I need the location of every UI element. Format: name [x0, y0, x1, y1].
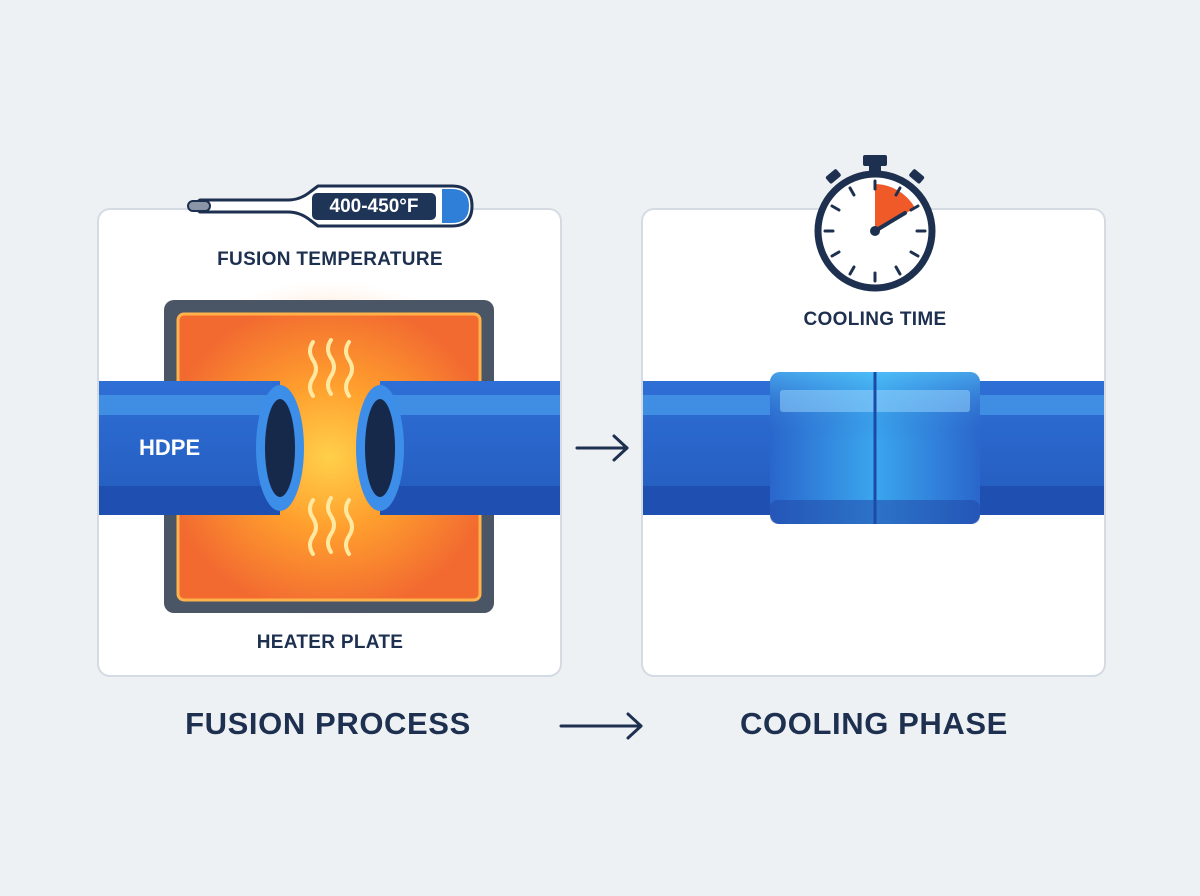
pipe-material-label: HDPE [139, 435, 201, 460]
heater-plate [140, 280, 520, 620]
arrow-right-icon [575, 434, 629, 462]
pipe-left-segment [99, 381, 304, 515]
heat-waves-icon [308, 338, 354, 556]
thermometer-reading: 400-450°F [329, 196, 419, 217]
fusion-process-caption: FUSION PROCESS [185, 706, 471, 741]
heater-plate-label: HEATER PLATE [256, 632, 404, 653]
cooling-time-label: COOLING TIME [803, 309, 947, 330]
caption-arrow-icon [559, 712, 643, 740]
cooling-phase-caption: COOLING PHASE [740, 706, 1008, 741]
fusion-temperature-label: FUSION TEMPERATURE [217, 249, 443, 270]
fusion-joint-bead [770, 372, 980, 524]
pipe-right-segment [356, 381, 560, 515]
stopwatch-icon [814, 155, 936, 292]
thermometer-icon [187, 184, 474, 228]
